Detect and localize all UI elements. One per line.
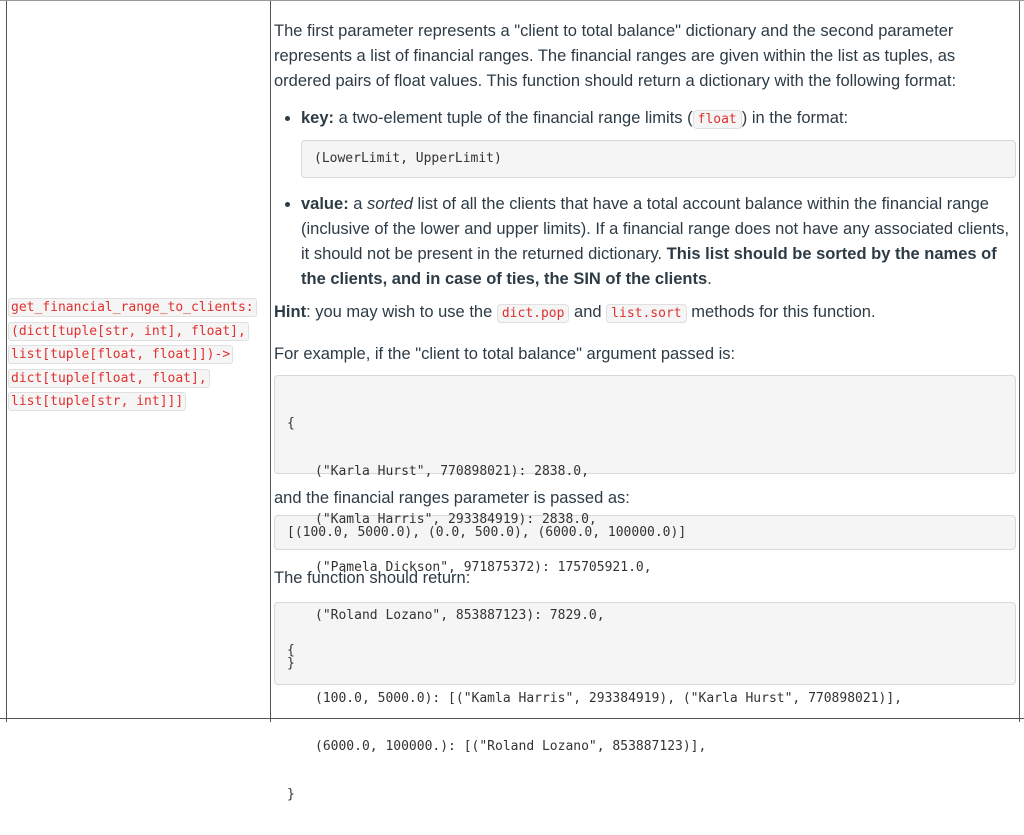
code-line: {: [287, 643, 295, 658]
example-intro: For example, if the "client to total bal…: [274, 345, 736, 363]
key-format-code: (LowerLimit, UpperLimit): [301, 140, 1016, 178]
ranges-code: [(100.0, 5000.0), (0.0, 500.0), (6000.0,…: [274, 515, 1016, 550]
code-line: ("Pamela Dickson", 971875372): 175705921…: [315, 560, 652, 575]
key-label: key:: [301, 109, 335, 127]
key-bullet: key: a two-element tuple of the financia…: [301, 106, 1016, 192]
value-label: value:: [301, 195, 349, 213]
hint-paragraph: Hint: you may wish to use the dict.pop a…: [274, 300, 1016, 326]
hint-text: methods for this function.: [686, 303, 876, 321]
function-signature: get_financial_range_to_clients: (dict[tu…: [8, 296, 270, 414]
column-divider: [270, 1, 271, 722]
return-example-code: { (100.0, 5000.0): [("Kamla Harris", 293…: [274, 602, 1016, 802]
code-line: }: [287, 787, 295, 802]
signature-line: list[tuple[float, float]])->: [8, 345, 234, 364]
hint-label: Hint: [274, 303, 307, 321]
intro-paragraph: The first parameter represents a "client…: [274, 22, 957, 90]
signature-line: dict[tuple[float, float],: [8, 368, 210, 388]
list-sort-code: list.sort: [606, 304, 687, 323]
code-line: ("Roland Lozano", 853887123): 7829.0,: [315, 608, 605, 623]
table-right-border: [1019, 1, 1020, 722]
value-bullet: value: a sorted list of all the clients …: [301, 192, 1016, 292]
balance-example-code: { ("Karla Hurst", 770898021): 2838.0, ("…: [274, 375, 1016, 671]
code-line: (100.0, 5000.0): [("Kamla Harris", 29338…: [315, 691, 902, 706]
signature-line: get_financial_range_to_clients:: [8, 298, 257, 317]
table-left-border: [6, 1, 7, 722]
signature-line: (dict[tuple[str, int], float],: [8, 321, 249, 341]
key-text: a two-element tuple of the financial ran…: [334, 109, 693, 127]
sort-rule: This list should be sorted by the names …: [301, 245, 997, 288]
dict-pop-code: dict.pop: [496, 304, 570, 323]
signature-line: list[tuple[str, int]]]: [8, 392, 187, 411]
hint-text: and: [569, 303, 607, 321]
code-line: }: [287, 656, 295, 671]
code-line: (6000.0, 100000.): [("Roland Lozano", 85…: [315, 739, 707, 754]
value-text: list of all the clients that have a tota…: [301, 195, 1010, 263]
function-description: The first parameter represents a "client…: [274, 19, 1016, 802]
sorted-emphasis: sorted: [367, 195, 413, 213]
documentation-table: get_financial_range_to_clients: (dict[tu…: [0, 0, 1024, 721]
ranges-intro: and the financial ranges parameter is pa…: [274, 489, 630, 507]
return-intro: The function should return:: [274, 569, 471, 587]
value-end: .: [707, 270, 712, 288]
float-inline-code: float: [692, 110, 742, 129]
code-line: ("Karla Hurst", 770898021): 2838.0,: [315, 464, 589, 479]
value-text: a: [348, 195, 368, 213]
code-line: {: [287, 416, 295, 431]
hint-text: : you may wish to use the: [306, 303, 497, 321]
return-format-list: key: a two-element tuple of the financia…: [274, 106, 1016, 292]
key-text-end: ) in the format:: [741, 109, 849, 127]
table-bottom-border: [0, 718, 1024, 719]
